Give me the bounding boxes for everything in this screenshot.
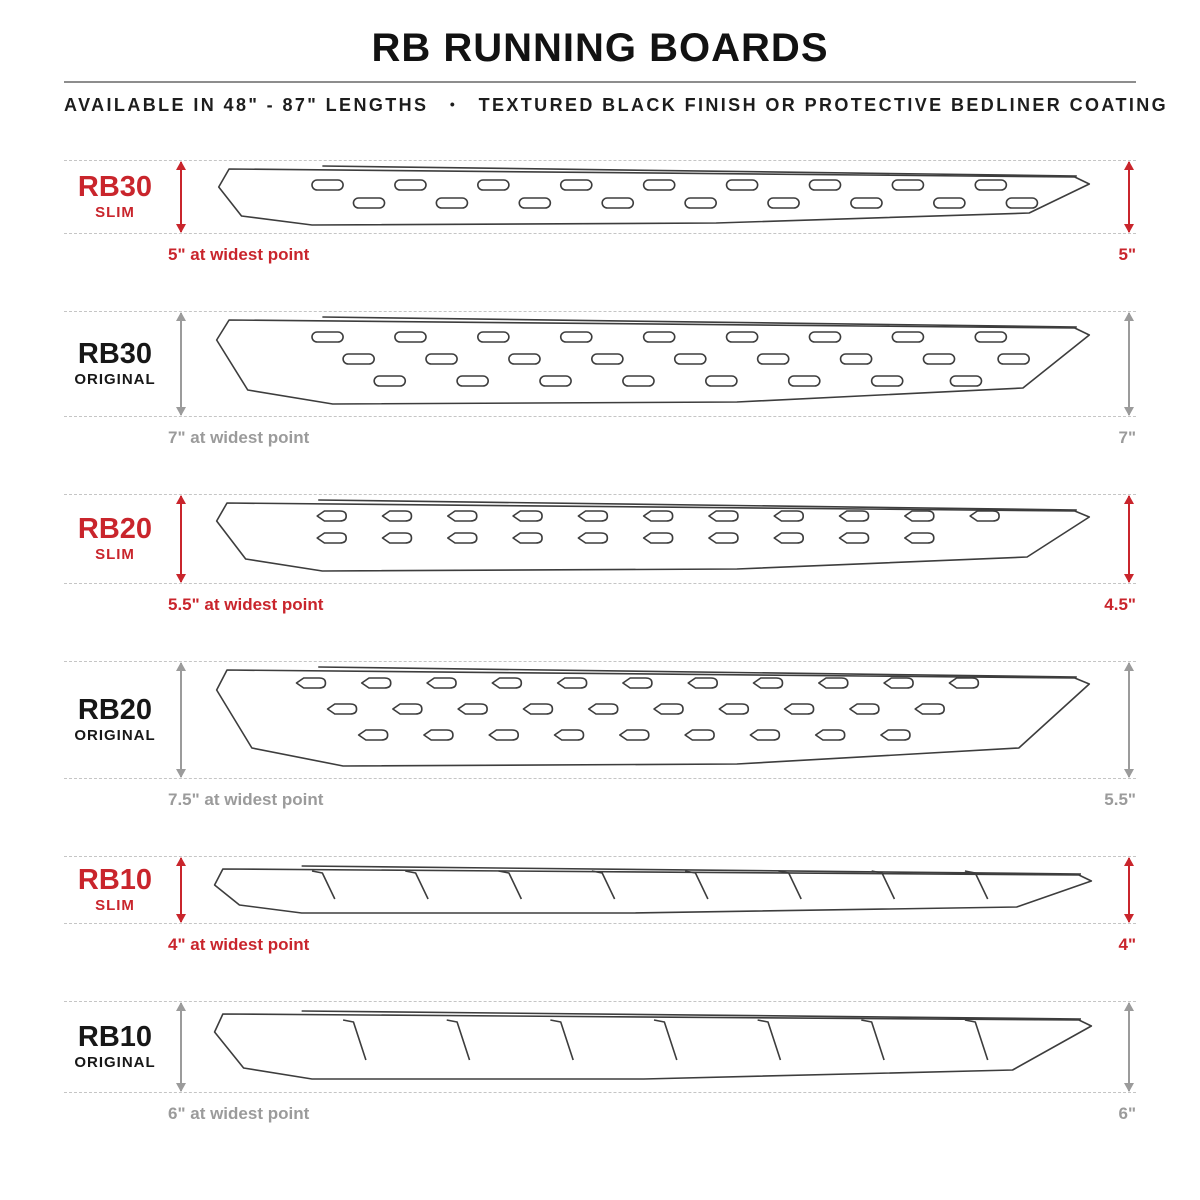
right-height-arrow [1123, 857, 1134, 923]
model-label: RB20 [77, 694, 153, 726]
row-rb30-original-drawing-area: RB30 ORIGINAL [64, 311, 1136, 417]
label-rb20-original: RB20 ORIGINAL [64, 662, 166, 778]
board-drawing-rb20-slim [198, 495, 1110, 583]
measurements: 7.5" at widest point 5.5" [64, 779, 1136, 810]
header: RB RUNNING BOARDS AVAILABLE IN 48" - 87"… [64, 26, 1166, 116]
model-label: RB20 [77, 513, 153, 545]
subtitle-lengths: AVAILABLE IN 48" - 87" LENGTHS [64, 95, 429, 115]
subtitle: AVAILABLE IN 48" - 87" LENGTHS • TEXTURE… [64, 95, 1166, 116]
row-rb30-slim: RB30 SLIM 5" at widest point 5" [64, 160, 1136, 265]
widest-point-label: 5.5" at widest point [168, 595, 324, 614]
right-height-arrow [1123, 495, 1134, 583]
board-drawing-rb20-original [198, 662, 1110, 778]
variant-label: ORIGINAL [74, 1054, 156, 1071]
model-label: RB30 [77, 171, 153, 203]
width-label: 6" [1118, 1104, 1136, 1123]
variant-label: SLIM [95, 897, 135, 914]
board-rows: RB30 SLIM 5" at widest point 5" RB30 ORI… [64, 160, 1136, 1124]
row-rb10-slim: RB10 SLIM 4" at widest point 4" [64, 856, 1136, 955]
measurements: 4" at widest point 4" [64, 924, 1136, 955]
board-drawing-rb10-original [198, 1002, 1110, 1092]
board-drawing-rb30-original [198, 312, 1110, 416]
left-height-arrow [175, 1002, 186, 1092]
row-rb10-slim-drawing-area: RB10 SLIM [64, 856, 1136, 924]
measurements: 5.5" at widest point 4.5" [64, 584, 1136, 615]
width-label: 5" [1118, 245, 1136, 264]
model-label: RB30 [77, 338, 153, 370]
label-rb30-original: RB30 ORIGINAL [64, 312, 166, 416]
row-rb30-slim-drawing-area: RB30 SLIM [64, 160, 1136, 234]
board-drawing-rb10-slim [198, 857, 1110, 923]
widest-point-label: 4" at widest point [168, 935, 310, 954]
board-drawing-rb30-slim [198, 161, 1110, 233]
page-title: RB RUNNING BOARDS [371, 26, 829, 70]
model-label: RB10 [77, 1021, 153, 1053]
widest-point-label: 5" at widest point [168, 245, 310, 264]
variant-label: SLIM [95, 546, 135, 563]
subtitle-finish: TEXTURED BLACK FINISH OR PROTECTIVE BEDL… [478, 95, 1169, 115]
right-height-arrow [1123, 1002, 1134, 1092]
row-rb20-slim-drawing-area: RB20 SLIM [64, 494, 1136, 584]
right-height-arrow [1123, 662, 1134, 778]
right-height-arrow [1123, 161, 1134, 233]
left-height-arrow [175, 495, 186, 583]
label-rb10-slim: RB10 SLIM [64, 857, 166, 923]
widest-point-label: 6" at widest point [168, 1104, 310, 1123]
row-rb10-original-drawing-area: RB10 ORIGINAL [64, 1001, 1136, 1093]
row-rb30-original: RB30 ORIGINAL 7" at widest point 7" [64, 311, 1136, 448]
measurements: 6" at widest point 6" [64, 1093, 1136, 1124]
left-height-arrow [175, 312, 186, 416]
variant-label: SLIM [95, 204, 135, 221]
row-rb20-original: RB20 ORIGINAL 7.5" at widest point 5.5" [64, 661, 1136, 810]
bullet-separator: • [449, 96, 458, 112]
width-label: 5.5" [1104, 790, 1136, 809]
width-label: 4.5" [1104, 595, 1136, 614]
left-height-arrow [175, 662, 186, 778]
width-label: 7" [1118, 428, 1136, 447]
title-divider [64, 81, 1136, 83]
widest-point-label: 7.5" at widest point [168, 790, 324, 809]
right-height-arrow [1123, 312, 1134, 416]
left-height-arrow [175, 857, 186, 923]
row-rb20-slim: RB20 SLIM 5.5" at widest point 4.5" [64, 494, 1136, 615]
variant-label: ORIGINAL [74, 727, 156, 744]
widest-point-label: 7" at widest point [168, 428, 310, 447]
variant-label: ORIGINAL [74, 371, 156, 388]
width-label: 4" [1118, 935, 1136, 954]
row-rb20-original-drawing-area: RB20 ORIGINAL [64, 661, 1136, 779]
left-height-arrow [175, 161, 186, 233]
model-label: RB10 [77, 864, 153, 896]
measurements: 7" at widest point 7" [64, 417, 1136, 448]
row-rb10-original: RB10 ORIGINAL 6" at widest point 6" [64, 1001, 1136, 1124]
label-rb20-slim: RB20 SLIM [64, 495, 166, 583]
label-rb30-slim: RB30 SLIM [64, 161, 166, 233]
measurements: 5" at widest point 5" [64, 234, 1136, 265]
label-rb10-original: RB10 ORIGINAL [64, 1002, 166, 1092]
